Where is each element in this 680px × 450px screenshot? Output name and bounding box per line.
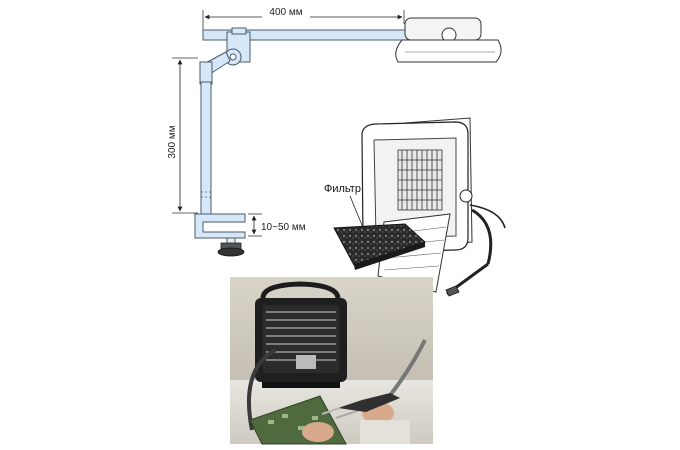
filter-leader-line [349,195,365,231]
power-cable [469,204,506,229]
photo-soldering-iron [338,393,400,412]
photo-fan-unit [255,281,347,388]
arm-end-head [395,17,502,63]
fan-filter-drawing: Фильтр [324,117,506,297]
upper-collar [199,61,213,85]
usage-photo [230,277,433,445]
table-clamp [194,213,246,257]
photo-gooseneck-left [247,348,277,431]
fan-grille [397,149,443,211]
side-knob [459,189,473,203]
arm-height-label: 300 мм [167,125,178,158]
arm-length-label: 400 мм [269,7,302,18]
photo-gooseneck-right [386,339,427,400]
arm-diagram: 400 мм 300 мм [166,6,502,257]
arm-height-dimension: 300 мм [166,57,198,214]
arm-length-dimension: 400 мм [202,6,405,30]
photo-hand-left [302,422,334,442]
vertical-pole [200,81,212,217]
fan-stand [445,208,493,297]
filter-label: Фильтр [324,183,361,195]
clamp-range-dimension: 10~50 мм [248,213,306,237]
clamp-range-label: 10~50 мм [261,222,306,233]
